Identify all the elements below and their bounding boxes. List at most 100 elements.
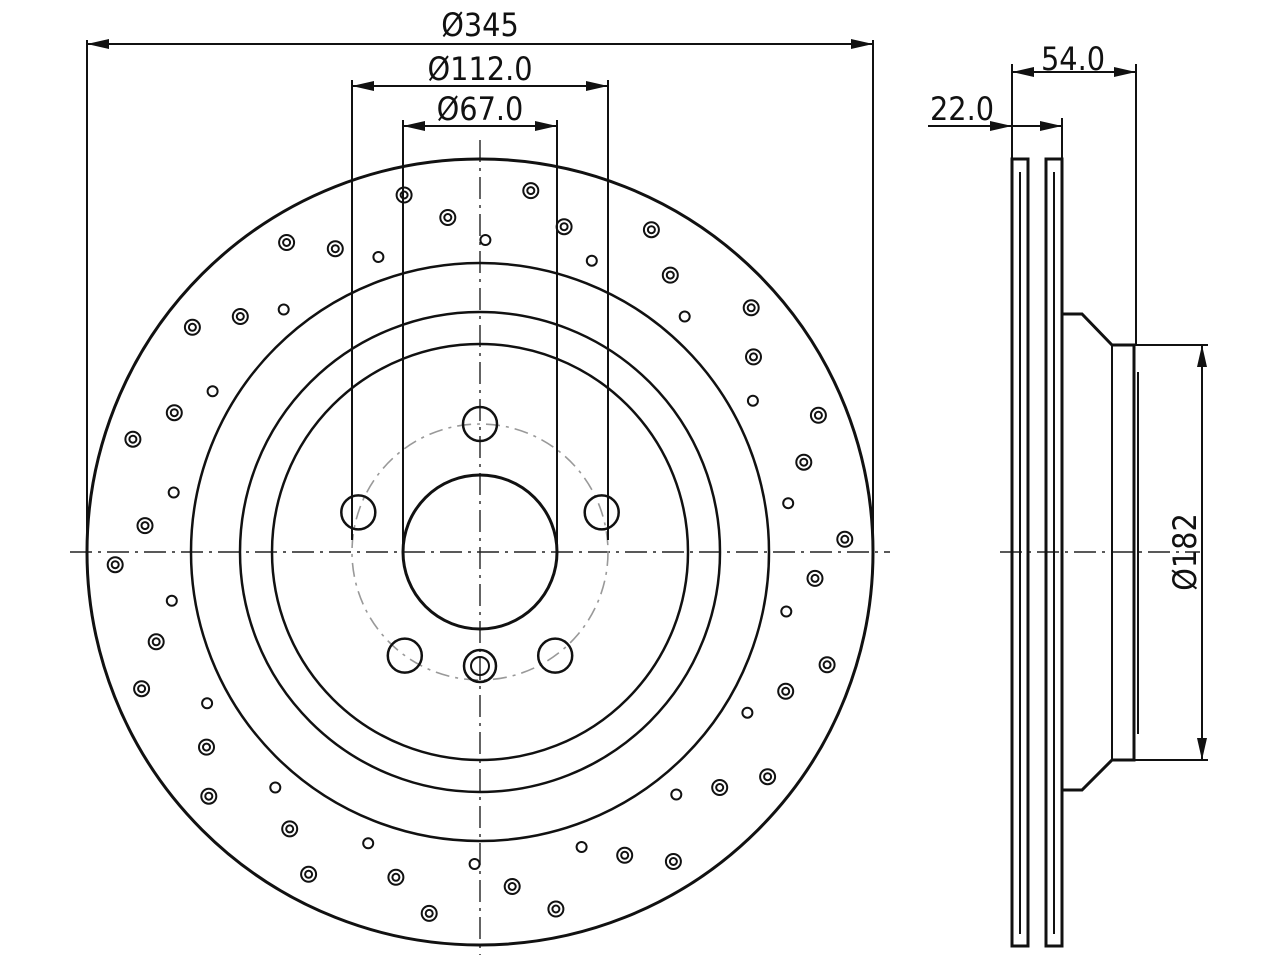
- outer-diameter-dimension: Ø345: [86, 6, 874, 552]
- drill-hole: [231, 308, 249, 325]
- drill-hole: [167, 486, 180, 499]
- total-height-dimension: 54.0: [1011, 40, 1137, 345]
- drill-hole: [555, 218, 573, 236]
- drill-hole-inner: [424, 908, 434, 918]
- drill-hole: [106, 556, 124, 574]
- drill-hole: [547, 900, 565, 918]
- drill-hole-inner: [151, 637, 161, 647]
- drill-hole: [269, 781, 282, 794]
- friction-ring-inner-edge: [189, 261, 771, 843]
- drill-hole: [806, 569, 824, 587]
- hat-outer-edge: [238, 310, 722, 794]
- drill-hole-inner: [128, 434, 138, 444]
- hat-step-edge: [270, 342, 690, 762]
- drill-hole: [362, 837, 375, 850]
- drill-hole: [372, 251, 385, 263]
- drill-hole-inner: [202, 742, 211, 752]
- total-height-label: 54.0: [1041, 40, 1105, 78]
- drill-hole: [300, 865, 318, 883]
- drill-hole: [420, 904, 438, 922]
- drill-hole-inner: [110, 560, 120, 570]
- pcd-dimension: Ø112.0: [351, 50, 609, 540]
- drill-hole: [664, 853, 682, 870]
- locating-hole-inner: [470, 656, 490, 676]
- drill-hole-inner: [840, 534, 850, 544]
- drill-hole: [200, 787, 218, 805]
- center-bore-label: Ø67.0: [437, 90, 524, 128]
- side-disc-outer-plate: [1010, 157, 1030, 948]
- hat-diameter-dimension: Ø182: [1134, 344, 1208, 761]
- drill-holes: [106, 182, 854, 922]
- drill-hole: [165, 594, 178, 607]
- drill-hole: [136, 517, 154, 535]
- front-view: [70, 140, 890, 955]
- drill-hole: [468, 858, 481, 870]
- drill-hole: [206, 385, 219, 398]
- drill-hole-inner: [763, 772, 773, 782]
- drill-hole: [503, 878, 521, 895]
- drill-hole: [326, 240, 344, 258]
- drill-hole: [165, 404, 183, 422]
- center-bore-dimension: Ø67.0: [402, 90, 558, 552]
- drill-hole: [277, 303, 290, 316]
- drill-hole: [616, 846, 634, 864]
- drill-hole-inner: [665, 270, 675, 280]
- drill-hole: [678, 310, 691, 323]
- drill-hole: [198, 738, 215, 756]
- bolt-hole: [461, 405, 499, 443]
- outer-diameter-label: Ø345: [441, 6, 519, 44]
- drill-hole: [395, 186, 413, 204]
- drill-hole: [836, 530, 854, 548]
- drill-hole-inner: [746, 303, 756, 313]
- drill-hole: [745, 348, 762, 366]
- drill-hole: [661, 266, 679, 284]
- bolt-hole: [386, 637, 424, 674]
- drill-hole-inner: [235, 312, 245, 321]
- drill-hole-inner: [526, 186, 536, 196]
- drill-hole-inner: [204, 791, 214, 801]
- drill-hole-inner: [169, 408, 179, 418]
- drill-hole: [741, 706, 754, 719]
- drill-hole: [780, 605, 793, 618]
- drill-hole-inner: [810, 573, 820, 583]
- hat-diameter-label: Ø182: [1166, 513, 1204, 591]
- drill-hole: [133, 680, 151, 698]
- drill-hole: [782, 497, 795, 510]
- pcd-diameter-label: Ø112.0: [427, 50, 532, 88]
- drill-hole: [439, 209, 457, 226]
- bolt-holes: [340, 405, 620, 674]
- bolt-hole: [583, 494, 620, 531]
- drill-hole-inner: [187, 322, 197, 332]
- drill-hole: [201, 697, 214, 710]
- drill-hole: [642, 221, 660, 239]
- drill-hole-inner: [668, 857, 678, 866]
- bolt-hole: [536, 637, 574, 674]
- drill-hole-inner: [551, 904, 561, 914]
- drill-hole-inner: [443, 213, 453, 222]
- drill-hole: [777, 682, 795, 700]
- drill-hole-inner: [620, 850, 630, 860]
- drill-hole-inner: [822, 660, 832, 670]
- drill-hole-inner: [813, 410, 823, 420]
- drill-hole-inner: [781, 686, 791, 696]
- drill-hole-inner: [399, 190, 409, 200]
- drill-hole: [124, 430, 142, 448]
- drill-hole: [575, 841, 588, 853]
- drill-hole: [818, 656, 836, 674]
- locating-hole-outer: [462, 648, 498, 684]
- pcd-circle: [351, 423, 609, 681]
- drill-hole-inner: [559, 222, 569, 232]
- drill-hole: [585, 254, 598, 267]
- drill-hole: [281, 820, 299, 838]
- drill-hole-inner: [140, 521, 150, 531]
- disc-thickness-dimension: 22.0: [928, 90, 1063, 159]
- drill-hole-inner: [799, 457, 809, 467]
- drill-hole-inner: [304, 869, 314, 879]
- drill-hole-inner: [646, 225, 656, 235]
- disc-thickness-label: 22.0: [930, 90, 994, 128]
- side-hat-profile: [1062, 312, 1136, 792]
- drill-hole-inner: [715, 783, 725, 792]
- drill-hole: [795, 453, 813, 471]
- drill-hole-inner: [282, 238, 292, 247]
- drill-hole: [746, 394, 759, 407]
